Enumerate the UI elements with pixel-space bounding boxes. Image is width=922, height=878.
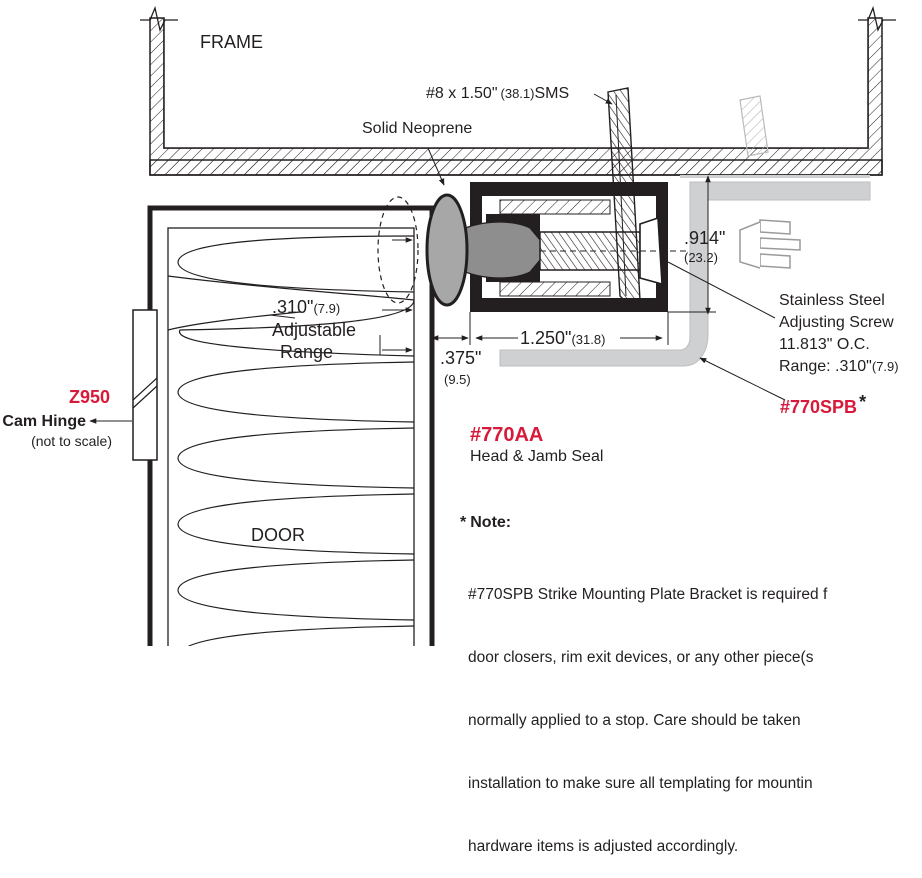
screw-callout-line2: Adjusting Screw (779, 314, 894, 331)
compressed-seal-outline (377, 196, 419, 304)
hinge-model-label: Z950 (69, 387, 110, 407)
note-body: #770SPB Strike Mounting Plate Bracket is… (468, 542, 922, 878)
spb-product-label: #770SPB* (780, 392, 866, 417)
screw-spec-label: #8 x 1.50"(38.1)SMS (426, 85, 569, 102)
leader-lines (89, 93, 786, 424)
adjusting-screw-callout: Stainless Steel Adjusting Screw 11.813" … (779, 292, 899, 375)
screw-callout-line4: Range: .310"(7.9) (779, 358, 899, 375)
aa-product-subtitle: Head & Jamb Seal (470, 448, 603, 465)
screw-callout-line1: Stainless Steel (779, 292, 885, 309)
dim-375-label: .375" (440, 348, 481, 368)
frame (140, 5, 896, 176)
note-line: hardware items is adjusted accordingly. (468, 838, 739, 855)
seal-installation-diagram: FRAME DOOR Solid Neoprene #8 x 1.50"(38.… (2, 5, 899, 646)
faded-screw (739, 95, 769, 157)
aa-product-label: #770AA (470, 424, 543, 446)
note-heading: *Note: (460, 514, 511, 531)
solid-neoprene-label: Solid Neoprene (362, 120, 472, 137)
dim-1250-label: 1.250"(31.8) (520, 328, 605, 348)
dim-375-metric: (9.5) (444, 372, 471, 387)
spb-bracket (499, 175, 871, 367)
note-line: normally applied to a stop. Care should … (468, 712, 801, 729)
dim-914-label: .914" (684, 228, 725, 248)
break-line-right (858, 5, 896, 32)
hinge-note-label: (not to scale) (31, 433, 112, 449)
screw-callout-line3: 11.813" O.C. (779, 336, 870, 353)
adjusting-screw (539, 216, 690, 286)
adjustable-label: Adjustable (272, 320, 356, 340)
dim-914-metric: (23.2) (684, 250, 718, 265)
door-core-pattern (167, 235, 415, 646)
hinge-name-label: Cam Hinge (2, 413, 86, 430)
note-line: #770SPB Strike Mounting Plate Bracket is… (468, 586, 828, 603)
note-line: door closers, rim exit devices, or any o… (468, 649, 814, 666)
frame-label: FRAME (200, 32, 263, 52)
range-label: Range (280, 342, 333, 362)
dim-310-label: .310"(7.9) (272, 297, 340, 317)
neoprene-seal (377, 193, 541, 307)
cam-hinge (132, 309, 158, 461)
door (147, 205, 435, 646)
strike-plate (739, 219, 801, 269)
door-label: DOOR (251, 525, 305, 545)
dimension-lines (379, 175, 716, 365)
note-line: installation to make sure all templating… (468, 775, 813, 792)
break-line-left (140, 5, 178, 32)
